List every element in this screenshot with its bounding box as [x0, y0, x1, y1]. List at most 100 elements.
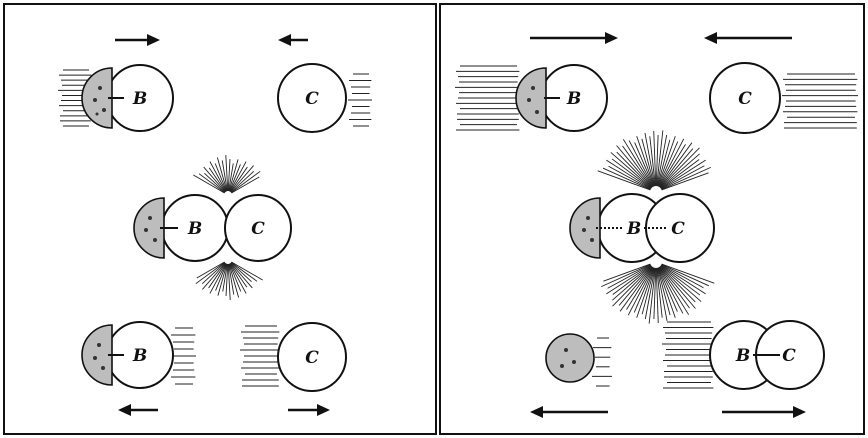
burst-line — [644, 132, 656, 187]
burst-line — [229, 263, 242, 292]
left-row2-label-b: B — [187, 219, 202, 239]
burst-line — [657, 267, 676, 318]
burst-line — [612, 265, 653, 307]
burst-line — [622, 145, 653, 188]
burst-line — [658, 266, 690, 315]
right-row3-motion-lines-b — [592, 337, 612, 387]
burst-line — [228, 263, 235, 295]
burst-line — [214, 163, 227, 192]
burst-line — [230, 262, 252, 283]
burst-line — [618, 266, 653, 306]
burst-line — [655, 267, 659, 323]
burst-line — [616, 145, 653, 188]
burst-line — [597, 170, 651, 191]
burst-line — [626, 266, 654, 310]
burst-line — [660, 159, 706, 190]
burst-line — [644, 267, 656, 320]
burst-line — [636, 136, 655, 187]
right-row2-impact-burst-top — [597, 130, 711, 191]
left-row3-label-c: C — [305, 348, 319, 368]
burst-line — [602, 167, 651, 190]
right-row1-motion-lines-c — [782, 73, 858, 129]
burst-line — [229, 263, 247, 294]
burst-line — [196, 261, 225, 279]
burst-line — [656, 134, 668, 187]
burst-line — [649, 136, 656, 187]
burst-line — [610, 152, 652, 189]
burst-line — [228, 263, 240, 298]
burst-line — [231, 176, 260, 194]
burst-line — [217, 263, 228, 296]
burst-line — [657, 141, 679, 187]
burst-line — [660, 265, 701, 296]
burst-line — [209, 161, 227, 192]
burst-line — [216, 157, 228, 192]
burst-line — [659, 265, 696, 303]
right-row3-nucleus-icon — [545, 333, 595, 383]
burst-line — [661, 172, 709, 191]
burst-line — [229, 161, 247, 192]
burst-line — [633, 267, 655, 313]
right-row3-arrow-right-icon — [722, 406, 806, 418]
burst-line — [659, 148, 694, 188]
left-row1-ball-c — [277, 63, 347, 133]
burst-line — [231, 261, 263, 281]
burst-line — [229, 263, 248, 288]
left-row1-label-c: C — [305, 89, 319, 109]
burst-line — [653, 131, 657, 187]
left-row2-ball-c — [224, 194, 292, 262]
burst-line — [661, 166, 711, 190]
right-row1-label-c: C — [738, 89, 752, 109]
burst-line — [659, 142, 693, 188]
left-panel-frame — [3, 3, 437, 435]
left-row3-arrow-left-icon — [118, 404, 158, 416]
left-row1-label-b: B — [132, 89, 147, 109]
burst-line — [209, 263, 227, 294]
burst-line — [661, 263, 715, 284]
burst-line — [230, 170, 261, 193]
left-row3-arrow-right-icon — [288, 404, 330, 416]
burst-line — [225, 263, 229, 296]
left-row2-impact-burst-bottom — [195, 261, 263, 300]
left-row2: B C — [133, 155, 292, 300]
burst-line — [208, 167, 227, 192]
burst-line — [616, 151, 653, 189]
burst-line — [655, 135, 659, 187]
burst-line — [660, 264, 706, 295]
burst-line — [657, 136, 676, 187]
burst-line — [661, 264, 710, 287]
burst-line — [198, 173, 226, 193]
burst-line — [203, 166, 226, 193]
right-row2-label-c: C — [671, 219, 685, 239]
burst-line — [658, 267, 684, 314]
right-row1-label-b: B — [566, 89, 581, 109]
burst-line — [619, 266, 653, 312]
right-row3-label-c: C — [782, 346, 796, 366]
burst-line — [659, 266, 696, 309]
right-row2-nucleus-icon — [569, 197, 601, 259]
burst-line — [656, 267, 668, 322]
burst-line — [230, 262, 258, 282]
burst-line — [657, 139, 671, 187]
left-row2-impact-burst-top — [193, 155, 261, 194]
right-row1-arrow-left-icon — [704, 32, 792, 44]
burst-line — [659, 147, 700, 189]
burst-line — [657, 267, 671, 316]
burst-line — [612, 265, 652, 295]
left-panel: B C B C — [58, 34, 372, 416]
right-row3-label-b: B — [735, 346, 750, 366]
left-row1-nucleus-icon — [81, 67, 113, 129]
left-row1-arrow-right-icon — [115, 34, 160, 46]
burst-line — [634, 142, 655, 187]
burst-line — [225, 155, 229, 192]
right-row1-nucleus-icon — [515, 67, 547, 129]
right-row1-arrow-right-icon — [530, 32, 618, 44]
burst-line — [660, 159, 700, 189]
burst-line — [641, 138, 655, 187]
right-row1: B C — [455, 32, 858, 134]
burst-line — [606, 159, 652, 190]
burst-line — [606, 264, 652, 295]
burst-line — [230, 170, 255, 193]
burst-line — [658, 144, 686, 188]
